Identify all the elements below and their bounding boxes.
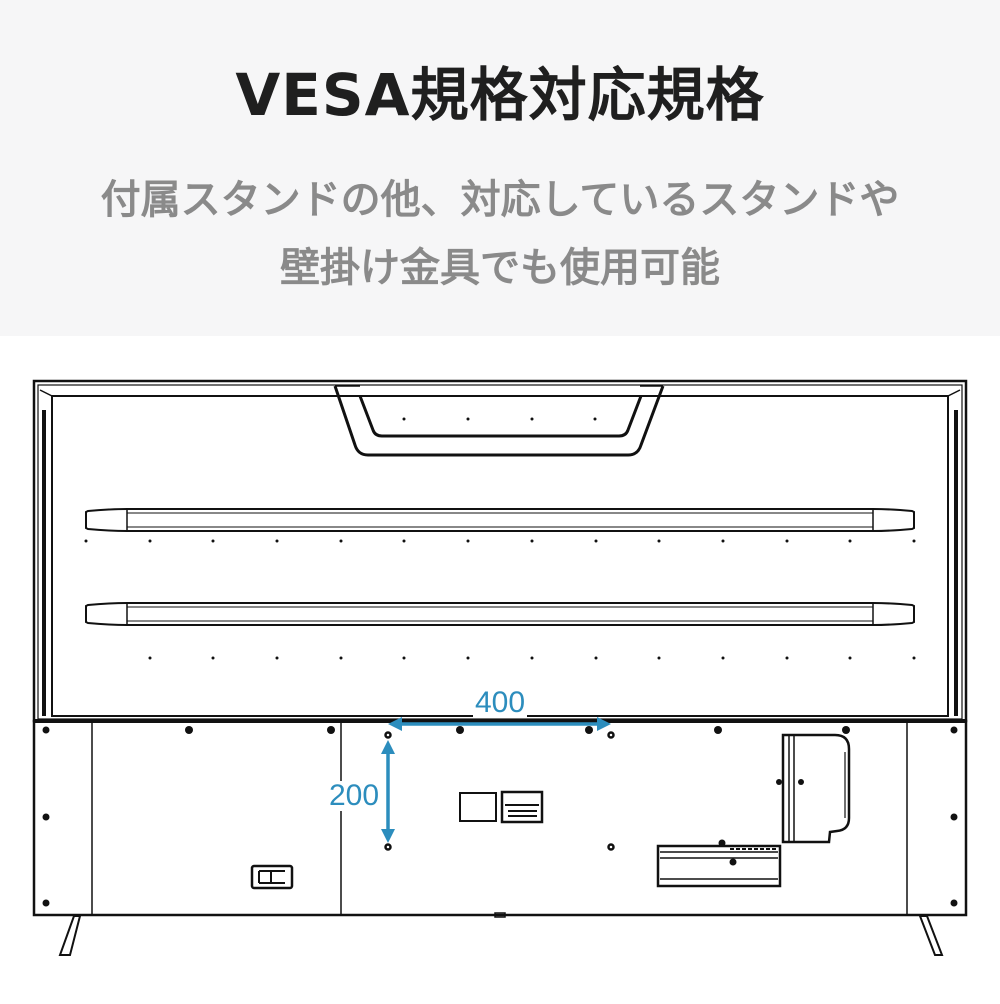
vesa-mount-holes	[384, 731, 615, 851]
tv-rear-diagram: 400 200	[0, 336, 1000, 1000]
tv-rear-drawing	[32, 379, 968, 956]
vesa-horizontal-label: 400	[473, 686, 528, 719]
lower-rail	[85, 602, 915, 626]
subtitle-line-2: 壁掛け金具でも使用可能	[280, 245, 720, 291]
page-subtitle: 付属スタンドの他、対応しているスタンドや 壁掛け金具でも使用可能	[0, 166, 1000, 302]
vesa-dimension-arrows	[381, 717, 611, 843]
header-banner: VESA規格対応規格 付属スタンドの他、対応しているスタンドや 壁掛け金具でも使…	[0, 0, 1000, 336]
vesa-vertical-label: 200	[327, 779, 382, 812]
top-handle	[333, 385, 665, 457]
upper-rail	[85, 508, 915, 532]
page-title: VESA規格対応規格	[235, 61, 765, 129]
right-leg	[918, 915, 944, 956]
blank-label	[459, 792, 497, 822]
left-leg	[58, 915, 82, 956]
tv-outer-frame	[32, 379, 968, 723]
panel-dots	[84, 417, 916, 660]
io-panel	[656, 844, 782, 888]
tv-lower-body	[32, 719, 968, 917]
terminal-cover	[781, 733, 851, 844]
power-connector	[250, 864, 294, 890]
screw-holes	[42, 726, 958, 907]
subtitle-line-1: 付属スタンドの他、対応しているスタンドや	[100, 177, 900, 223]
spec-label	[500, 790, 544, 824]
